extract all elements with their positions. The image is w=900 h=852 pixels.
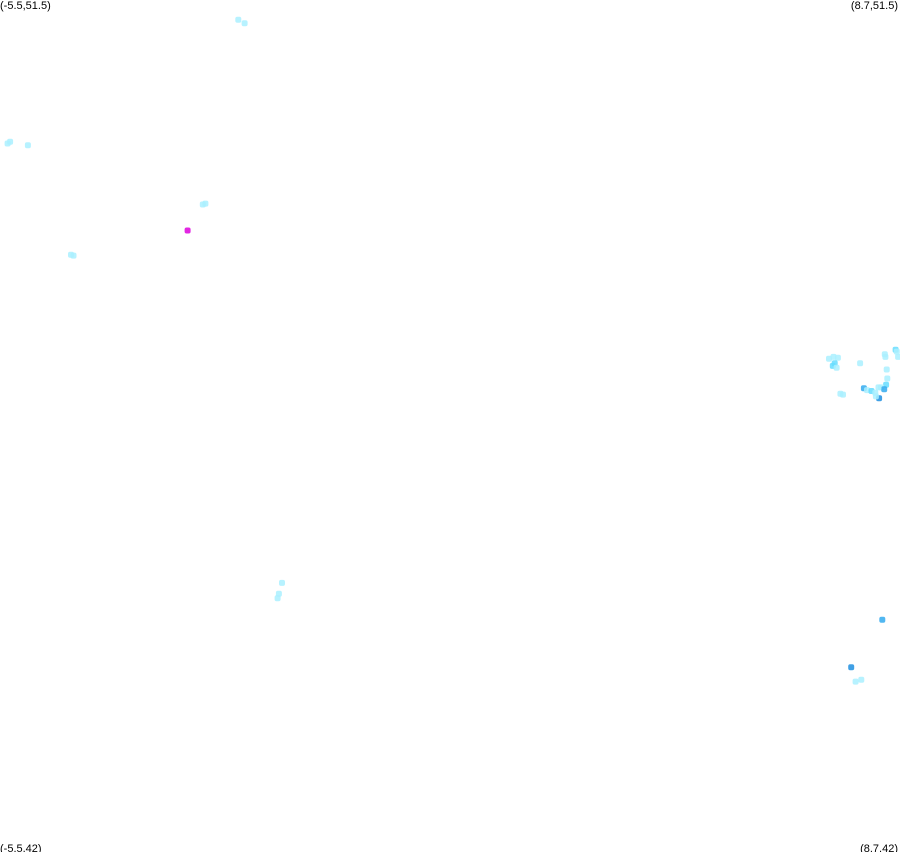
map-point xyxy=(882,353,889,360)
map-point xyxy=(884,375,891,382)
map-point xyxy=(848,664,855,671)
map-point xyxy=(70,252,77,259)
map-point xyxy=(857,360,864,367)
map-point xyxy=(274,595,281,602)
map-point xyxy=(881,386,888,393)
map-point xyxy=(895,353,900,360)
map-point xyxy=(858,676,865,683)
corner-label-top-right: (8.7,51.5) xyxy=(850,0,898,12)
map-point xyxy=(875,384,882,391)
map-point xyxy=(4,140,11,147)
corner-label-top-left: (-5.5,51.5) xyxy=(0,0,51,12)
map-point xyxy=(279,579,285,586)
map-point xyxy=(24,142,31,149)
map-point xyxy=(834,354,841,361)
map-point xyxy=(235,16,242,23)
map-point xyxy=(840,391,846,398)
map-point xyxy=(241,20,248,27)
map-point xyxy=(852,678,859,685)
map-point xyxy=(883,366,890,373)
corner-label-bottom-right: (8.7,42) xyxy=(860,843,898,852)
corner-label-bottom-left: (-5.5,42) xyxy=(0,843,42,852)
map-point xyxy=(872,393,879,400)
map-point xyxy=(879,616,886,623)
map-point xyxy=(833,364,840,371)
map-point xyxy=(893,348,900,355)
map-point xyxy=(184,227,191,234)
map-point xyxy=(202,200,209,207)
